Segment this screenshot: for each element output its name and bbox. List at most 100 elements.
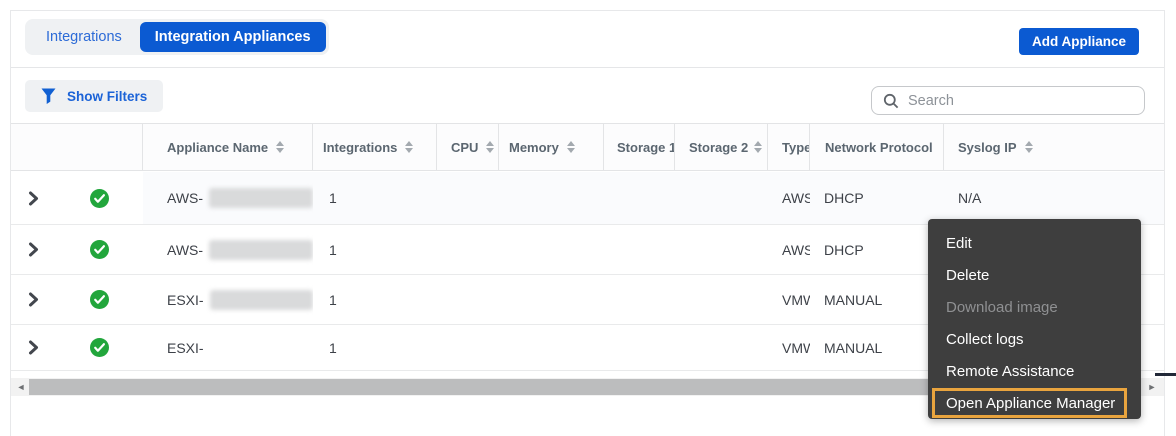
- column-header-syslog-ip[interactable]: Syslog IP: [944, 124, 1081, 170]
- appliance-name-prefix: AWS-: [167, 190, 204, 206]
- menu-item-delete[interactable]: Delete: [946, 266, 990, 284]
- storage1-cell: [604, 275, 675, 324]
- healthy-check-icon: [90, 290, 109, 309]
- search-input[interactable]: [908, 92, 1133, 109]
- row-expand-button[interactable]: [11, 275, 56, 324]
- appliance-name-prefix: ESXI-: [167, 291, 204, 308]
- column-header-network-protocol[interactable]: Network Protocol: [810, 124, 944, 170]
- sort-icon[interactable]: [405, 141, 414, 153]
- column-label: CPU: [451, 139, 479, 155]
- status-cell: [56, 275, 143, 324]
- search-icon: [883, 93, 899, 109]
- column-header-memory[interactable]: Memory: [499, 124, 604, 170]
- memory-cell: [499, 172, 604, 224]
- scroll-right-arrow[interactable]: ►: [1147, 382, 1157, 392]
- storage1-cell: [604, 172, 675, 224]
- appliance-name-cell: AWS-: [143, 225, 313, 274]
- sort-icon[interactable]: [566, 141, 575, 153]
- redacted-text: [209, 289, 313, 310]
- sort-icon[interactable]: [754, 141, 763, 153]
- column-header-integrations[interactable]: Integrations: [313, 124, 437, 170]
- chevron-right-icon: [29, 292, 38, 307]
- menu-item-collect-logs[interactable]: Collect logs: [946, 330, 1024, 348]
- menu-item-remote-assistance[interactable]: Remote Assistance: [946, 362, 1075, 380]
- row-expand-button[interactable]: [11, 225, 56, 274]
- sort-icon[interactable]: [486, 141, 495, 153]
- show-filters-button[interactable]: Show Filters: [25, 80, 164, 112]
- integrations-cell: 1: [329, 339, 337, 356]
- integrations-cell: 1: [329, 241, 337, 258]
- actions-cell: [1081, 172, 1164, 224]
- storage2-cell: [675, 172, 768, 224]
- filter-funnel-icon: [41, 88, 56, 105]
- sort-icon[interactable]: [276, 141, 285, 153]
- row-actions-context-menu: Edit Delete Download image Collect logs …: [928, 219, 1141, 419]
- annotation-edge-line: [1155, 373, 1176, 376]
- cpu-cell: [437, 172, 499, 224]
- storage1-cell: [604, 225, 675, 274]
- menu-item-open-appliance-manager[interactable]: Open Appliance Manager: [932, 388, 1127, 418]
- appliance-name-prefix: AWS-: [167, 241, 204, 258]
- show-filters-label: Show Filters: [67, 88, 148, 104]
- redacted-text: [209, 188, 313, 208]
- search-box: [871, 86, 1145, 115]
- cpu-cell: [437, 325, 499, 370]
- memory-cell: [499, 325, 604, 370]
- table-header: Appliance Name Integrations CPU Memory S…: [11, 123, 1164, 171]
- column-header-type[interactable]: Type: [768, 124, 810, 170]
- add-appliance-button[interactable]: Add Appliance: [1018, 28, 1139, 55]
- status-cell: [56, 172, 143, 224]
- column-header-storage2[interactable]: Storage 2: [675, 124, 768, 170]
- row-expand-button[interactable]: [11, 325, 56, 370]
- tab-integration-appliances[interactable]: Integration Appliances: [139, 22, 326, 52]
- integrations-cell: 1: [329, 291, 337, 308]
- chevron-right-icon: [29, 242, 38, 257]
- cpu-cell: [437, 275, 499, 324]
- status-cell: [56, 225, 143, 274]
- column-label: Syslog IP: [958, 139, 1017, 155]
- column-label: Storage 2: [689, 139, 749, 155]
- syslog-ip-cell: N/A: [958, 190, 982, 206]
- appliance-name-cell: ESXI-: [143, 275, 313, 324]
- healthy-check-icon: [90, 338, 109, 357]
- header-actions-column: [1081, 124, 1164, 170]
- menu-item-edit[interactable]: Edit: [946, 234, 972, 252]
- column-label: Network Protocol: [825, 139, 933, 155]
- appliance-name-cell: ESXI-: [143, 325, 313, 370]
- column-label: Storage 1: [617, 139, 675, 155]
- memory-cell: [499, 225, 604, 274]
- row-expand-button[interactable]: [11, 172, 56, 224]
- type-cell: VMW: [782, 339, 810, 356]
- tab-integrations[interactable]: Integrations: [46, 29, 122, 45]
- appliance-name-prefix: ESXI-: [167, 339, 204, 356]
- scroll-left-arrow[interactable]: ◄: [16, 382, 26, 392]
- column-header-storage1[interactable]: Storage 1: [604, 124, 675, 170]
- tabs-divider: [11, 67, 1164, 68]
- type-cell: VMW: [782, 291, 810, 308]
- appliance-name-cell: AWS-: [143, 172, 313, 224]
- network-protocol-cell: DHCP: [824, 241, 864, 258]
- column-header-cpu[interactable]: CPU: [437, 124, 499, 170]
- column-label: Appliance Name: [167, 139, 269, 155]
- storage2-cell: [675, 325, 768, 370]
- storage1-cell: [604, 325, 675, 370]
- network-protocol-cell: DHCP: [824, 190, 864, 206]
- column-label: Memory: [509, 139, 559, 155]
- scrollbar-thumb[interactable]: [29, 379, 1136, 395]
- memory-cell: [499, 275, 604, 324]
- sort-icon[interactable]: [1024, 141, 1033, 153]
- column-label: Type: [782, 139, 810, 155]
- healthy-check-icon: [90, 188, 109, 208]
- integrations-cell: 1: [329, 190, 337, 206]
- header-expand-column: [11, 124, 56, 170]
- type-cell: AWS: [782, 190, 810, 206]
- status-cell: [56, 325, 143, 370]
- menu-item-download-image: Download image: [946, 298, 1058, 316]
- horizontal-scrollbar: ◄ ►: [11, 378, 1164, 396]
- chevron-right-icon: [29, 340, 38, 355]
- storage2-cell: [675, 275, 768, 324]
- redacted-text: [209, 239, 313, 260]
- chevron-right-icon: [29, 191, 38, 205]
- column-header-appliance-name[interactable]: Appliance Name: [143, 124, 313, 170]
